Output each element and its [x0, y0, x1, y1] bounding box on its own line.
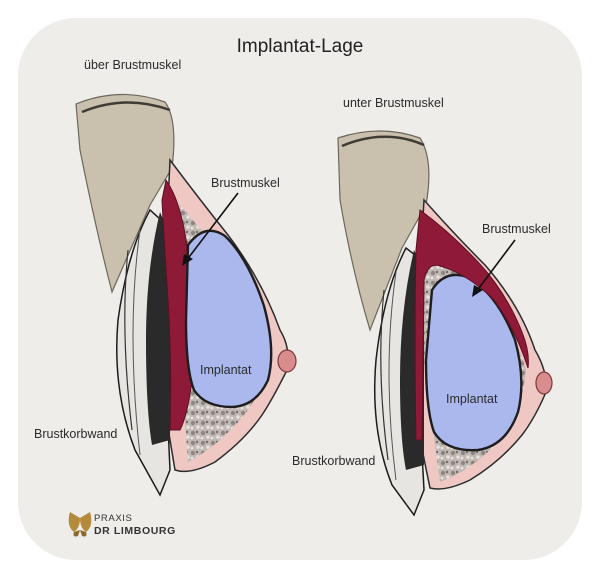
- right-figure: [337, 130, 553, 517]
- left-implant: [184, 229, 273, 409]
- left-rib-dark: [146, 212, 172, 445]
- logo-line2: DR LIMBOURG: [94, 525, 176, 537]
- right-muscle-arrow: [475, 239, 516, 293]
- logo-line1: PRAXIS: [94, 513, 133, 524]
- left-implant-label: Implantat: [200, 363, 252, 377]
- right-arm-shape: [337, 130, 430, 332]
- page-title: Implantat-Lage: [236, 36, 364, 57]
- left-arm-shape: [75, 93, 175, 294]
- left-figure: [75, 93, 297, 497]
- right-muscle-label: Brustmuskel: [482, 222, 551, 236]
- left-position-label: über Brustmuskel: [84, 58, 182, 72]
- butterfly-logo-icon: [68, 512, 92, 537]
- right-position-label: unter Brustmuskel: [343, 96, 444, 110]
- right-chestwall-label: Brustkorbwand: [292, 454, 376, 468]
- left-muscle-label: Brustmuskel: [211, 176, 280, 190]
- left-muscle-arrow: [185, 192, 239, 262]
- logo-text: PRAXIS DR LIMBOURG: [94, 513, 176, 537]
- left-nipple: [277, 349, 297, 373]
- left-muscle: [161, 178, 195, 431]
- left-chestwall-label: Brustkorbwand: [34, 427, 118, 441]
- right-nipple: [535, 371, 553, 395]
- right-implant-label: Implantat: [446, 392, 498, 406]
